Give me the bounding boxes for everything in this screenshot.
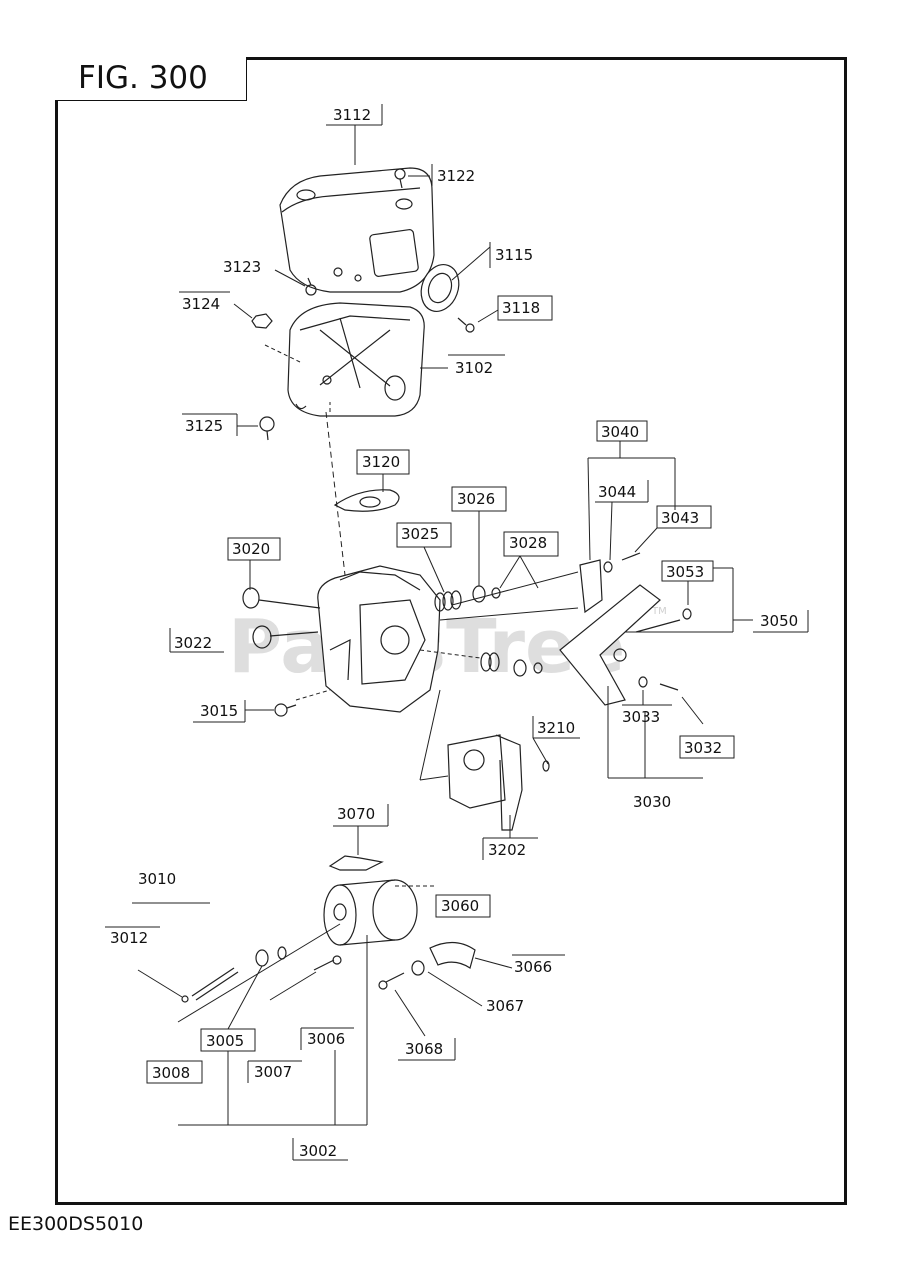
label-3030: 3030 <box>633 793 671 811</box>
cam-gear-3060-drawing <box>323 879 418 946</box>
screw-3118-drawing <box>457 317 475 333</box>
gasket-3120-drawing <box>333 489 400 512</box>
figure-title-box <box>55 57 247 101</box>
label-3044: 3044 <box>598 483 636 501</box>
label-3060: 3060 <box>441 897 479 915</box>
label-3026: 3026 <box>457 490 495 508</box>
label-3020: 3020 <box>232 540 270 558</box>
pin-3007-drawing <box>313 955 342 971</box>
label-3022: 3022 <box>174 634 212 652</box>
tappet-3066-drawing <box>429 941 476 969</box>
part-labels: 3112 3122 3115 3123 3118 3124 3102 3125 … <box>110 106 798 1160</box>
watermark-trademark: TM <box>651 606 667 617</box>
bolt-3125-drawing <box>259 416 275 441</box>
lever-3070-drawing <box>328 855 384 871</box>
label-3202: 3202 <box>488 841 526 859</box>
label-3007: 3007 <box>254 1063 292 1081</box>
screw-3122-drawing <box>394 168 406 189</box>
label-3053: 3053 <box>666 563 704 581</box>
label-3025: 3025 <box>401 525 439 543</box>
pin-3068-drawing <box>378 972 405 990</box>
valve-3022-drawing <box>252 625 319 649</box>
engine-block-drawing <box>317 565 441 713</box>
label-3115: 3115 <box>495 246 533 264</box>
label-3032: 3032 <box>684 739 722 757</box>
washer-3067-drawing <box>411 960 425 976</box>
label-3040: 3040 <box>601 423 639 441</box>
spring-3005-drawing <box>255 946 287 967</box>
label-3028: 3028 <box>509 534 547 552</box>
label-3066: 3066 <box>514 958 552 976</box>
label-3123: 3123 <box>223 258 261 276</box>
label-3010: 3010 <box>138 870 176 888</box>
label-3005: 3005 <box>206 1032 244 1050</box>
nut-3124-drawing <box>251 313 273 329</box>
label-3067: 3067 <box>486 997 524 1015</box>
label-3120: 3120 <box>362 453 400 471</box>
label-3070: 3070 <box>337 805 375 823</box>
valve-3020-drawing <box>242 587 321 609</box>
label-3210: 3210 <box>537 719 575 737</box>
label-3050: 3050 <box>760 612 798 630</box>
cotter-3028-drawing <box>491 587 543 674</box>
gasket-3115-drawing <box>420 264 460 312</box>
label-3002: 3002 <box>299 1142 337 1160</box>
label-3068: 3068 <box>405 1040 443 1058</box>
label-3006: 3006 <box>307 1030 345 1048</box>
carburetor-drawing <box>447 734 550 831</box>
label-3112: 3112 <box>333 106 371 124</box>
spring-3025-drawing <box>434 590 500 672</box>
label-3124: 3124 <box>182 295 220 313</box>
figure-title: FIG. 300 <box>78 60 208 96</box>
diagram-frame <box>55 57 847 1205</box>
muffler-cover-drawing <box>279 167 435 293</box>
screw-3123-drawing <box>305 277 317 296</box>
label-3008: 3008 <box>152 1064 190 1082</box>
label-3012: 3012 <box>110 929 148 947</box>
leader-lines <box>105 104 809 1161</box>
governor-bracket-drawing <box>559 552 692 706</box>
clip-3012-drawing <box>181 995 189 1003</box>
label-3043: 3043 <box>661 509 699 527</box>
label-3122: 3122 <box>437 167 475 185</box>
label-3015: 3015 <box>200 702 238 720</box>
label-3125: 3125 <box>185 417 223 435</box>
label-3102: 3102 <box>455 359 493 377</box>
muffler-drawing <box>287 302 425 417</box>
shaft-3008-drawing <box>191 967 239 1001</box>
bolt-3015-drawing <box>274 703 297 717</box>
label-3033: 3033 <box>622 708 660 726</box>
label-3118: 3118 <box>502 299 540 317</box>
document-code: EE300DS5010 <box>8 1213 144 1235</box>
